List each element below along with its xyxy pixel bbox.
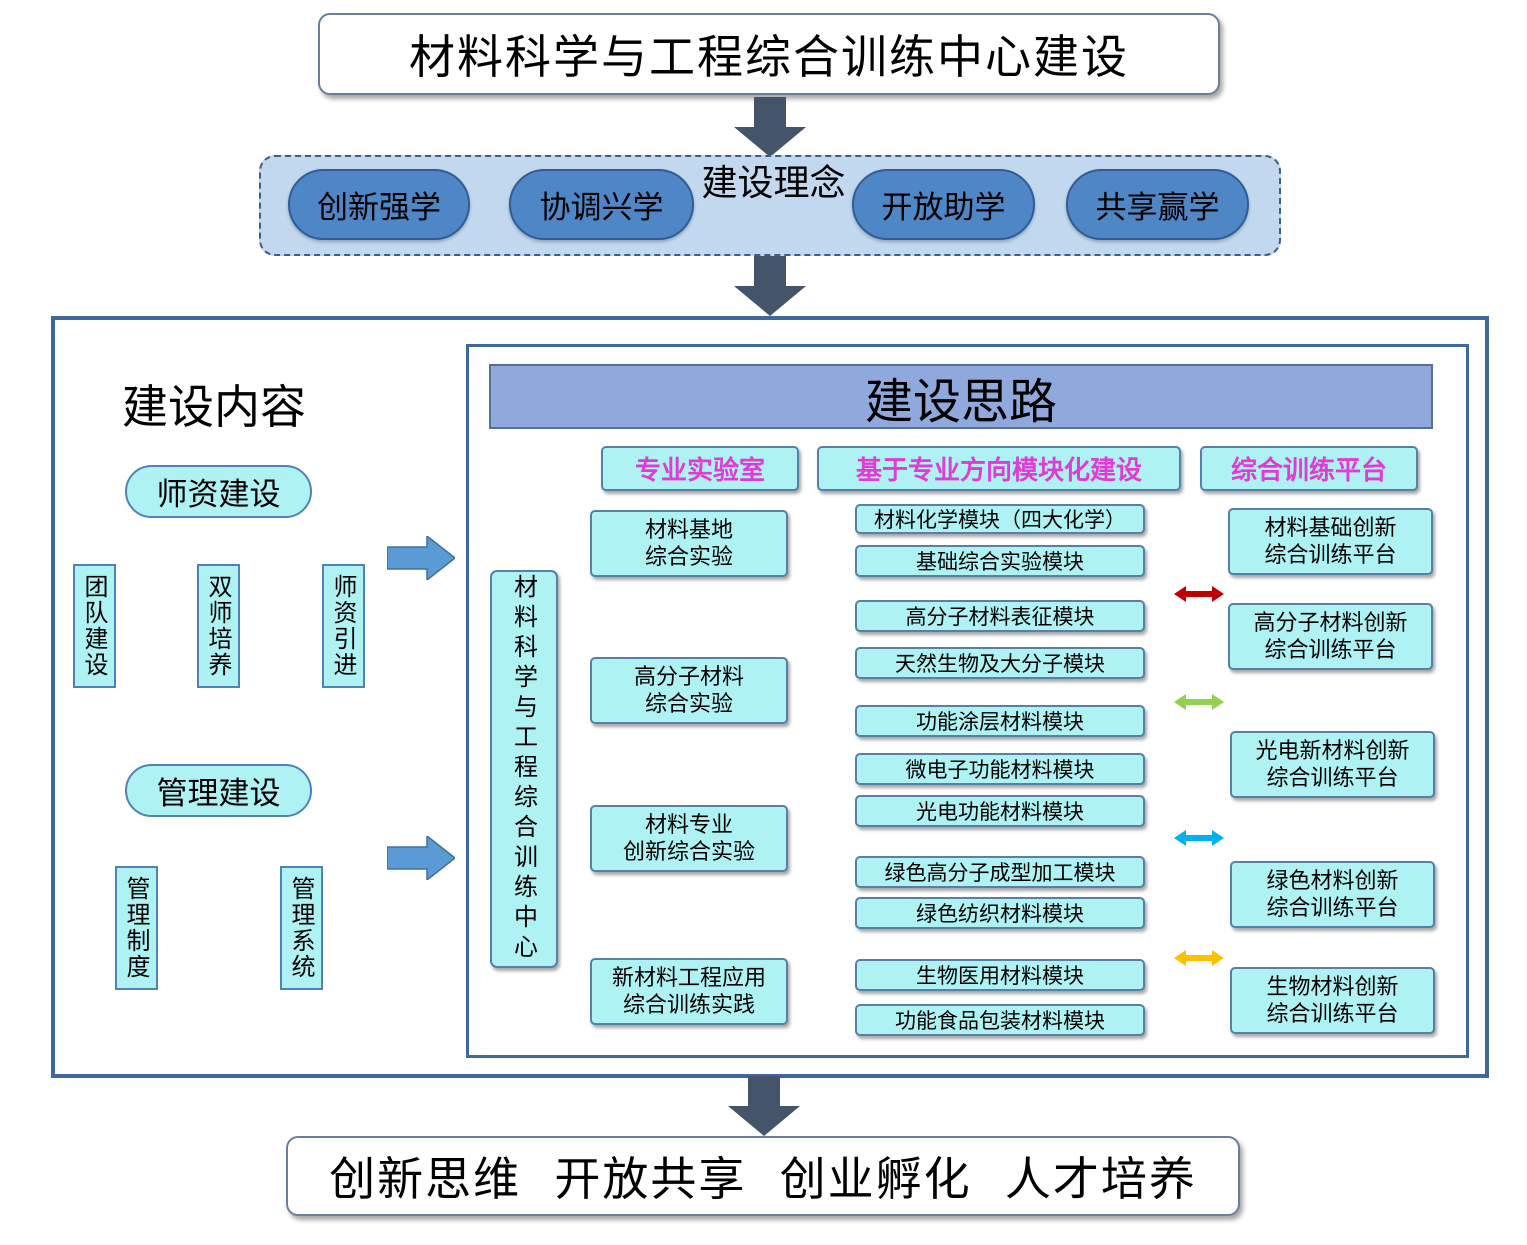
concept-item: 协调兴学: [509, 169, 694, 240]
platform-box: 绿色材料创新 综合训练平台: [1230, 861, 1435, 928]
concept-title: 建设理念: [701, 163, 846, 204]
outcome-banner: 创新思维 开放共享 创业孵化 人才培养: [286, 1136, 1240, 1216]
concept-item: 开放助学: [852, 169, 1035, 240]
lab-line: 综合训练实践: [622, 992, 755, 1018]
faculty-child: 双师培养: [197, 564, 240, 688]
module-box: 生物医用材料模块: [855, 959, 1145, 991]
platform-line: 综合训练平台: [1264, 542, 1397, 568]
platform-line: 综合训练平台: [1264, 637, 1397, 663]
platform-line: 绿色材料创新: [1266, 868, 1399, 894]
lab-line: 综合实验: [644, 544, 733, 570]
module-box: 功能涂层材料模块: [855, 705, 1145, 737]
lab-box: 材料专业 创新综合实验: [590, 805, 788, 872]
module-box: 高分子材料表征模块: [855, 600, 1145, 632]
platform-box: 高分子材料创新 综合训练平台: [1228, 603, 1433, 670]
platform-box: 生物材料创新 综合训练平台: [1230, 967, 1435, 1034]
faculty-child: 团队建设: [73, 564, 116, 688]
platform-line: 材料基础创新: [1264, 515, 1397, 541]
lab-box: 材料基地 综合实验: [590, 510, 788, 577]
management-node: 管理建设: [125, 764, 312, 817]
management-child: 管理制度: [115, 866, 158, 990]
right-arrow: [386, 534, 457, 584]
platform-line: 生物材料创新: [1266, 974, 1399, 1000]
double-arrow-yellow: [1174, 950, 1224, 970]
platform-line: 综合训练平台: [1266, 1001, 1399, 1027]
management-child: 管理系统: [280, 866, 323, 990]
main-title: 材料科学与工程综合训练中心建设: [318, 13, 1220, 95]
double-arrow-green: [1174, 694, 1224, 714]
concept-item: 创新强学: [288, 169, 470, 240]
platform-box: 光电新材料创新 综合训练平台: [1230, 731, 1435, 798]
down-arrow: [728, 1076, 800, 1136]
lab-line: 新材料工程应用: [611, 965, 766, 991]
module-box: 基础综合实验模块: [855, 545, 1145, 577]
faculty-child: 师资引进: [322, 564, 365, 688]
platform-line: 高分子材料创新: [1253, 610, 1408, 636]
content-heading: 建设内容: [122, 380, 306, 434]
platform-line: 综合训练平台: [1266, 765, 1399, 791]
column-head-modules: 基于专业方向模块化建设: [817, 446, 1181, 491]
column-head-labs: 专业实验室: [601, 446, 799, 491]
lab-box: 高分子材料 综合实验: [590, 657, 788, 724]
right-arrow: [386, 834, 457, 884]
column-head-platforms: 综合训练平台: [1200, 446, 1418, 491]
ideas-heading: 建设思路: [489, 364, 1433, 430]
double-arrow-blue: [1174, 830, 1224, 850]
module-box: 天然生物及大分子模块: [855, 647, 1145, 679]
lab-line: 创新综合实验: [622, 839, 755, 865]
down-arrow: [734, 97, 806, 157]
faculty-node: 师资建设: [125, 465, 312, 518]
center-node: 材料科学与工程综合训练中心: [490, 570, 558, 968]
double-arrow-red: [1174, 586, 1224, 606]
module-box: 微电子功能材料模块: [855, 753, 1145, 785]
lab-line: 材料基地: [644, 517, 733, 543]
platform-line: 综合训练平台: [1266, 895, 1399, 921]
lab-box: 新材料工程应用 综合训练实践: [590, 958, 788, 1025]
down-arrow: [734, 256, 806, 316]
module-box: 绿色高分子成型加工模块: [855, 856, 1145, 888]
lab-line: 高分子材料: [633, 664, 744, 690]
module-box: 绿色纺织材料模块: [855, 897, 1145, 929]
module-box: 光电功能材料模块: [855, 795, 1145, 827]
platform-box: 材料基础创新 综合训练平台: [1228, 508, 1433, 575]
lab-line: 综合实验: [644, 691, 733, 717]
lab-line: 材料专业: [644, 812, 733, 838]
module-box: 功能食品包装材料模块: [855, 1004, 1145, 1036]
concept-item: 共享赢学: [1066, 169, 1249, 240]
platform-line: 光电新材料创新: [1255, 738, 1410, 764]
module-box: 材料化学模块（四大化学）: [855, 504, 1145, 534]
